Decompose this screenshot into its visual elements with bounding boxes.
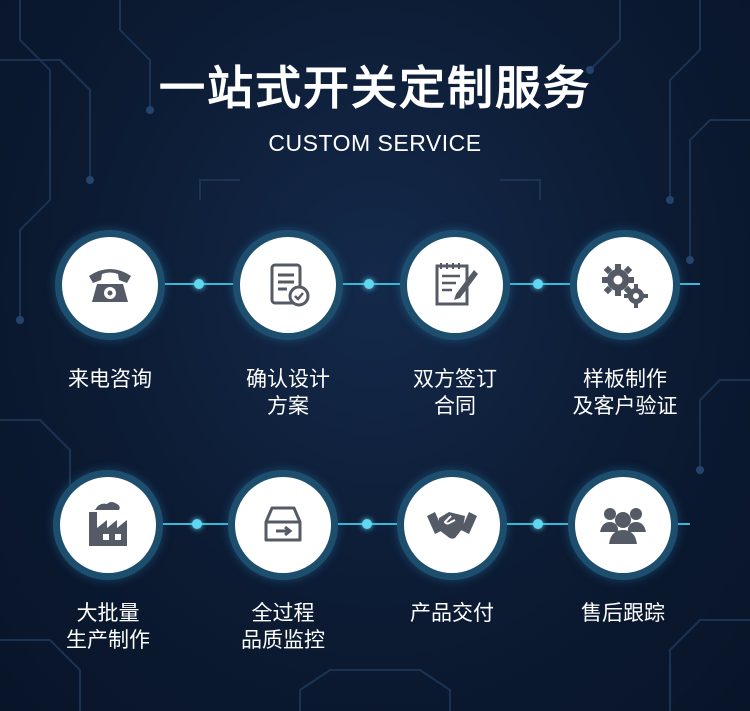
gears-icon: [602, 264, 648, 308]
connector-dot: [533, 279, 543, 289]
step-confirm-design[interactable]: [233, 230, 343, 340]
step-label: 售后跟踪: [581, 601, 665, 625]
connector-dot: [192, 519, 202, 529]
process-row-1: 来电咨询 确认设计 方案: [0, 230, 750, 418]
connector-dot: [533, 519, 543, 529]
telephone-icon: [89, 269, 131, 302]
handshake-icon: [427, 512, 477, 539]
connector-dot: [362, 519, 372, 529]
people-group-icon: [600, 508, 646, 544]
step-sign-contract[interactable]: [400, 230, 510, 340]
step-label: 产品交付: [410, 601, 494, 625]
step-label: 来电咨询: [68, 367, 152, 391]
process-row-2: 大批量 生产制作 全过程 品质监控: [0, 470, 750, 652]
step-consultation[interactable]: [55, 230, 165, 340]
step-sample-verification[interactable]: [570, 230, 680, 340]
step-mass-production[interactable]: [53, 470, 163, 580]
step-quality-control[interactable]: [228, 470, 338, 580]
step-label: 样板制作 及客户验证: [572, 367, 678, 418]
connector-dot: [364, 279, 374, 289]
step-label: 确认设计 方案: [246, 367, 330, 418]
page-title: 一站式开关定制服务: [159, 61, 591, 115]
contract-sign-icon: [435, 263, 478, 306]
step-label: 全过程 品质监控: [241, 601, 325, 652]
factory-icon: [89, 502, 127, 546]
step-label: 大批量 生产制作: [66, 601, 150, 652]
document-check-icon: [270, 263, 310, 307]
step-label: 双方签订 合同: [413, 367, 497, 418]
step-after-sales[interactable]: [568, 470, 678, 580]
connector-dot: [194, 279, 204, 289]
page-subtitle: CUSTOM SERVICE: [268, 130, 482, 156]
inbox-icon: [264, 506, 302, 542]
step-product-delivery[interactable]: [397, 470, 507, 580]
